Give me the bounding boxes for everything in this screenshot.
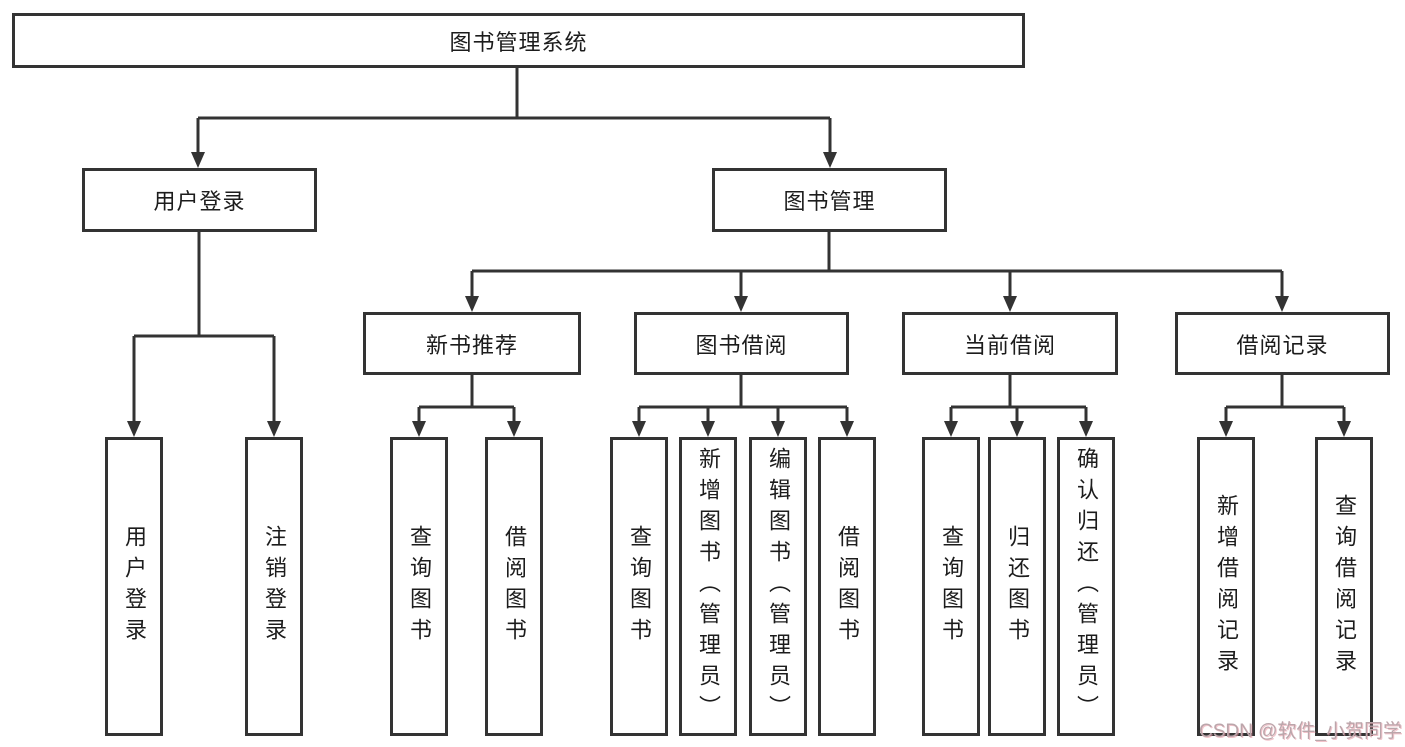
node-label: 用户登录 [153,189,246,214]
node-label: 新书推荐 [425,332,518,358]
node-book-borrow: 图书借阅 [634,312,849,375]
node-leaf-borrow-books: 借阅图书 [818,437,876,736]
connector-user-login-to-leaves [127,232,281,437]
node-leaf-return-book: 归还图书 [988,437,1046,736]
node-label: 查询图书 [407,524,432,649]
connector-book-management-to-modules [465,232,1289,312]
node-label: 查询借阅记录 [1332,493,1357,680]
node-user-login: 用户登录 [82,168,317,232]
node-label: 当前借阅 [963,332,1056,358]
csdn-watermark: CSDN @软件_小贺同学 [1199,721,1402,742]
node-new-book-recommend: 新书推荐 [363,312,581,375]
node-label: 注销登录 [262,524,287,649]
node-current-borrow: 当前借阅 [902,312,1118,375]
node-label: 借阅记录 [1236,332,1329,358]
node-label: 图书借阅 [695,332,788,358]
node-label: 确认归还（管理员） [1074,447,1099,726]
node-leaf-current-query-books: 查询图书 [922,437,980,736]
node-leaf-edit-book-admin: 编辑图书（管理员） [749,437,807,736]
connector-borrow-to-leaves [632,375,854,437]
node-root-label: 图书管理系统 [449,29,588,55]
node-label: 用户登录 [122,524,147,649]
node-leaf-add-borrow-record: 新增借阅记录 [1197,437,1255,736]
node-book-management: 图书管理 [712,168,947,232]
node-leaf-borrow-query-books: 查询图书 [610,437,668,736]
node-leaf-recommend-borrow-books: 借阅图书 [485,437,543,736]
node-label: 新增图书（管理员） [696,447,721,726]
connector-current-to-leaves [944,375,1093,437]
connector-records-to-leaves [1219,375,1351,437]
node-label: 借阅图书 [835,524,860,649]
node-label: 新增借阅记录 [1214,493,1239,680]
node-label: 查询图书 [627,524,652,649]
node-root: 图书管理系统 [12,13,1025,68]
node-label: 借阅图书 [502,524,527,649]
node-leaf-logout: 注销登录 [245,437,303,736]
node-leaf-add-book-admin: 新增图书（管理员） [679,437,737,736]
node-borrow-records: 借阅记录 [1175,312,1390,375]
node-label: 归还图书 [1005,524,1030,649]
node-label: 图书管理 [783,189,876,214]
connector-recommend-to-leaves [412,375,521,437]
node-leaf-query-borrow-record: 查询借阅记录 [1315,437,1373,736]
node-leaf-confirm-return-admin: 确认归还（管理员） [1057,437,1115,736]
node-label: 查询图书 [939,524,964,649]
connector-root-to-level2 [191,68,837,168]
node-leaf-user-login: 用户登录 [105,437,163,736]
node-label: 编辑图书（管理员） [766,447,791,726]
node-leaf-recommend-query-books: 查询图书 [390,437,448,736]
